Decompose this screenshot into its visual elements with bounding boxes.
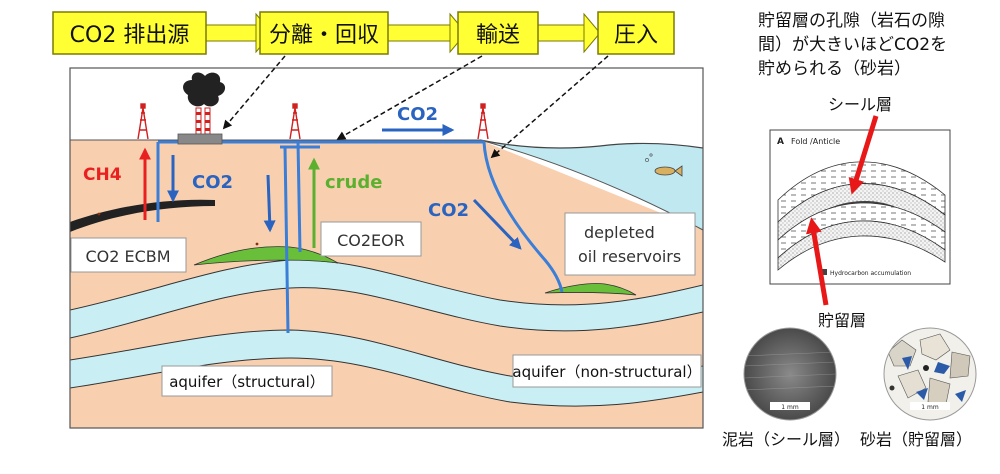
reservoir-pointer-arrow [805, 217, 829, 306]
ch4-label: CH4 [83, 165, 122, 185]
flow-connector-3 [537, 24, 589, 42]
flow-connector-2 [387, 24, 455, 42]
porosity-note-line1: 貯留層の孔隙（岩石の隙 [758, 11, 945, 31]
co2-ecbm-label: CO2 ECBM [85, 247, 170, 266]
eor-well-pipe [296, 141, 302, 253]
flow-arrow-head-3 [583, 12, 601, 54]
derrick-eor-icon [289, 103, 301, 140]
flow-step-capture-label: 分離・回収 [269, 23, 379, 48]
flow-step-injection-box [597, 11, 675, 55]
anticline-figure-letter: A [777, 137, 784, 147]
leader-transport [336, 55, 483, 140]
seal-pointer-arrow [848, 115, 879, 195]
geological-cross-section: CH4 CO2 crude CO2 CO2 [70, 68, 703, 428]
mudstone-micrograph: 1 mm [743, 327, 837, 421]
aquifer-nonstructural-label-box [512, 354, 702, 388]
mudstone-scale-bar: 1 mm [781, 404, 799, 411]
flow-leader-lines [222, 55, 609, 159]
fish-icon [645, 153, 683, 177]
reservoir-layer-label: 貯留層 [818, 311, 866, 330]
leader-injection [490, 55, 609, 159]
co2eor-label-box [320, 221, 422, 257]
small-dot-ecbm [97, 212, 101, 216]
crude-label: crude [325, 172, 382, 193]
cross-section-frame [69, 67, 704, 429]
co2-left-label: CO2 [192, 172, 233, 193]
depleted-label-line2: oil reservoirs [578, 247, 681, 266]
aquifer-nonstructural-label: aquifer（non-structural） [512, 363, 701, 381]
derrick-ecbm-icon [137, 103, 149, 140]
flow-step-transport-box [457, 11, 539, 55]
aquifer-structural-label: aquifer（structural） [169, 373, 325, 391]
process-flow: CO2 排出源 分離・回収 輸送 圧入 [52, 11, 675, 55]
flow-connector-1 [205, 24, 261, 42]
offshore-well-pipe [482, 141, 564, 293]
depleted-oil-label-box [564, 212, 696, 276]
co2-structural-down-arrow [263, 174, 276, 233]
sea-surface-line [479, 139, 703, 149]
oil-reservoir-depleted [544, 283, 637, 296]
co2-right-label: CO2 [428, 200, 469, 221]
flow-step-injection-label: 圧入 [614, 23, 658, 48]
derrick-offshore-icon [477, 103, 489, 140]
flow-step-emission-label: CO2 排出源 [70, 23, 190, 48]
flow-step-emission-box [52, 11, 207, 55]
depleted-label-line1: depleted [584, 223, 655, 242]
anticline-figure-heading: Fold /Anticle [791, 137, 840, 146]
co2-ecbm-label-box [70, 237, 187, 273]
co2-top-label: CO2 [397, 104, 438, 125]
oil-reservoir-anticline [193, 246, 339, 266]
coal-seam [70, 199, 215, 232]
side-panel: 貯留層の孔隙（岩石の隙 間）が大きいほどCO2を 貯められる（砂岩） シール層 … [722, 11, 977, 449]
sea-area [480, 140, 703, 230]
sandstone-micrograph: 1 mm [883, 327, 977, 421]
anticline-legend-swatch [820, 269, 827, 275]
flow-step-capture-box [259, 11, 389, 55]
anticline-legend-text: Hydrocarbon accumulation [830, 270, 911, 277]
anticline-figure: A Fold /Anticle Hydrocarbon accumulation [769, 129, 951, 285]
sandstone-scale-bar: 1 mm [921, 404, 939, 411]
co2-offshore-arrow [472, 198, 522, 250]
seal-layer-label: シール層 [828, 95, 892, 114]
sandstone-caption: 砂岩（貯留層） [860, 430, 972, 449]
small-dot-anticline [255, 242, 259, 246]
flow-step-transport-label: 輸送 [476, 23, 520, 48]
co2eor-label: CO2EOR [337, 231, 405, 250]
mudstone-caption: 泥岩（シール層） [722, 430, 850, 449]
aquifer-structural-label-box [161, 365, 333, 397]
porosity-note-line3: 貯められる（砂岩） [758, 59, 911, 79]
factory-icon [177, 72, 226, 145]
porosity-note-line2: 間）が大きいほどCO2を [758, 35, 947, 55]
structural-well-pipe [283, 146, 290, 334]
